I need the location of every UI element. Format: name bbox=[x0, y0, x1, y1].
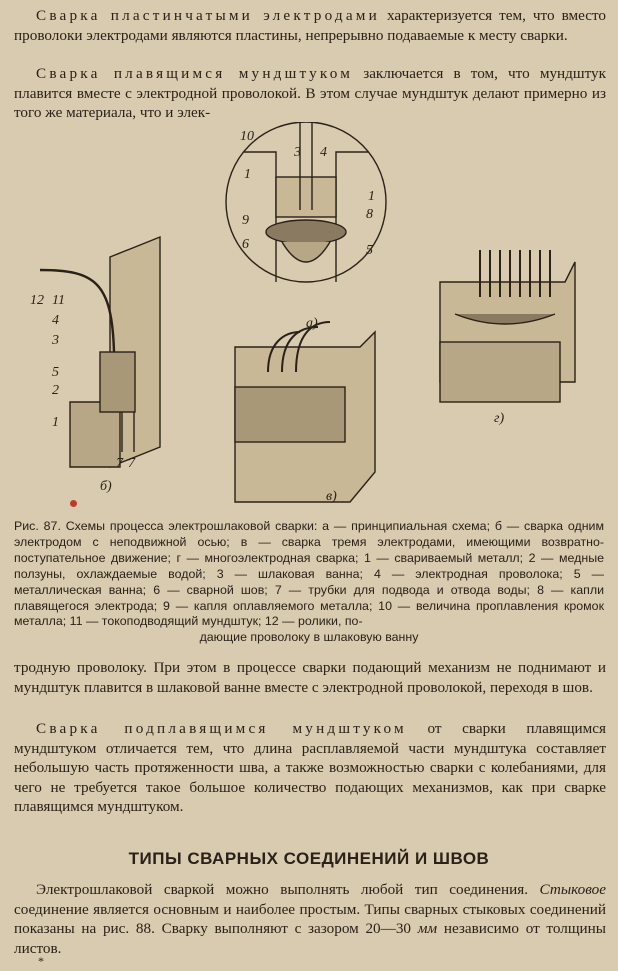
paragraph-sub-melting-nozzle: Сварка подплавящимся мундштуком от сварк… bbox=[14, 719, 606, 817]
label-b-3: 3 bbox=[51, 333, 59, 348]
label-a-8: 8 bbox=[366, 207, 373, 222]
scheme-a-circle bbox=[225, 122, 387, 283]
paragraph-text: тродную проволоку. При этом в процессе с… bbox=[14, 659, 606, 696]
paragraph-plate-electrodes: Сварка пластинчатыми электродами характе… bbox=[14, 6, 606, 45]
subfigure-v-label: в) bbox=[326, 489, 337, 504]
label-b-11: 11 bbox=[52, 293, 65, 308]
figure-87-welding-schemes: 10 3 4 1 1 8 9 6 5 а) 12 11 4 3 5 2 1 7 … bbox=[30, 122, 576, 504]
paragraph-joint-types: Электрошлаковой сваркой можно выполнять … bbox=[14, 880, 606, 958]
paragraph-text: от сварки плавящимся мундштуком отличает… bbox=[14, 720, 606, 815]
caption-last-line: дающие проволоку в шлаковую ванну bbox=[199, 630, 419, 645]
paragraph-continued: тродную проволоку. При этом в процессе с… bbox=[14, 658, 606, 697]
label-a-3: 3 bbox=[293, 145, 301, 160]
label-a-1-left: 1 bbox=[244, 167, 251, 182]
label-b-7-second: 7 bbox=[128, 456, 136, 471]
label-a-6: 6 bbox=[242, 237, 249, 252]
subfigure-g-label: г) bbox=[494, 411, 504, 426]
label-a-1-right: 1 bbox=[368, 189, 375, 204]
paragraph-consumable-nozzle: Сварка плавящимся мундштуком заключается… bbox=[14, 64, 606, 123]
paragraph-text-mid: соединение является основным и наиболее … bbox=[14, 900, 606, 938]
subfigure-b-label: б) bbox=[100, 479, 112, 494]
caption-text: Рис. 87. Схемы процесса электрошлаковой … bbox=[14, 519, 604, 629]
red-ink-mark bbox=[70, 500, 77, 507]
subfigure-a-label: а) bbox=[306, 316, 318, 331]
paragraph-text: Электрошлаковой сваркой можно выполнять … bbox=[36, 881, 540, 898]
section-heading: ТИПЫ СВАРНЫХ СОЕДИНЕНИЙ И ШВОВ bbox=[128, 849, 490, 868]
term-sub-melting-nozzle: Сварка подплавящимся мундштуком bbox=[36, 720, 407, 737]
term-consumable-nozzle: Сварка плавящимся мундштуком bbox=[36, 65, 354, 82]
label-b-2: 2 bbox=[52, 383, 59, 398]
label-a-9: 9 bbox=[242, 213, 249, 228]
label-b-4: 4 bbox=[52, 313, 59, 328]
paragraph-text-end: независимо от толщины листов. bbox=[14, 920, 606, 957]
label-b-12: 12 bbox=[30, 293, 44, 308]
label-b-1: 1 bbox=[52, 415, 59, 430]
unit-mm: мм bbox=[417, 920, 438, 937]
term-butt-joint: Стыковое bbox=[539, 881, 606, 898]
label-a-5: 5 bbox=[366, 243, 373, 258]
footnote-asterisk: * bbox=[38, 954, 44, 968]
label-b-5: 5 bbox=[52, 365, 59, 380]
paragraph-text: характеризуется тем, что вместо проволок… bbox=[14, 7, 606, 44]
paragraph-text: заключается в том, что мундштук плавится… bbox=[14, 65, 606, 121]
label-b-7: 7 bbox=[116, 456, 124, 471]
term-plate-electrodes: Сварка пластинчатыми электродами bbox=[36, 7, 380, 24]
label-a-4: 4 bbox=[320, 145, 327, 160]
label-a-10: 10 bbox=[240, 129, 254, 144]
figure-caption: Рис. 87. Схемы процесса электрошлаковой … bbox=[14, 519, 604, 646]
